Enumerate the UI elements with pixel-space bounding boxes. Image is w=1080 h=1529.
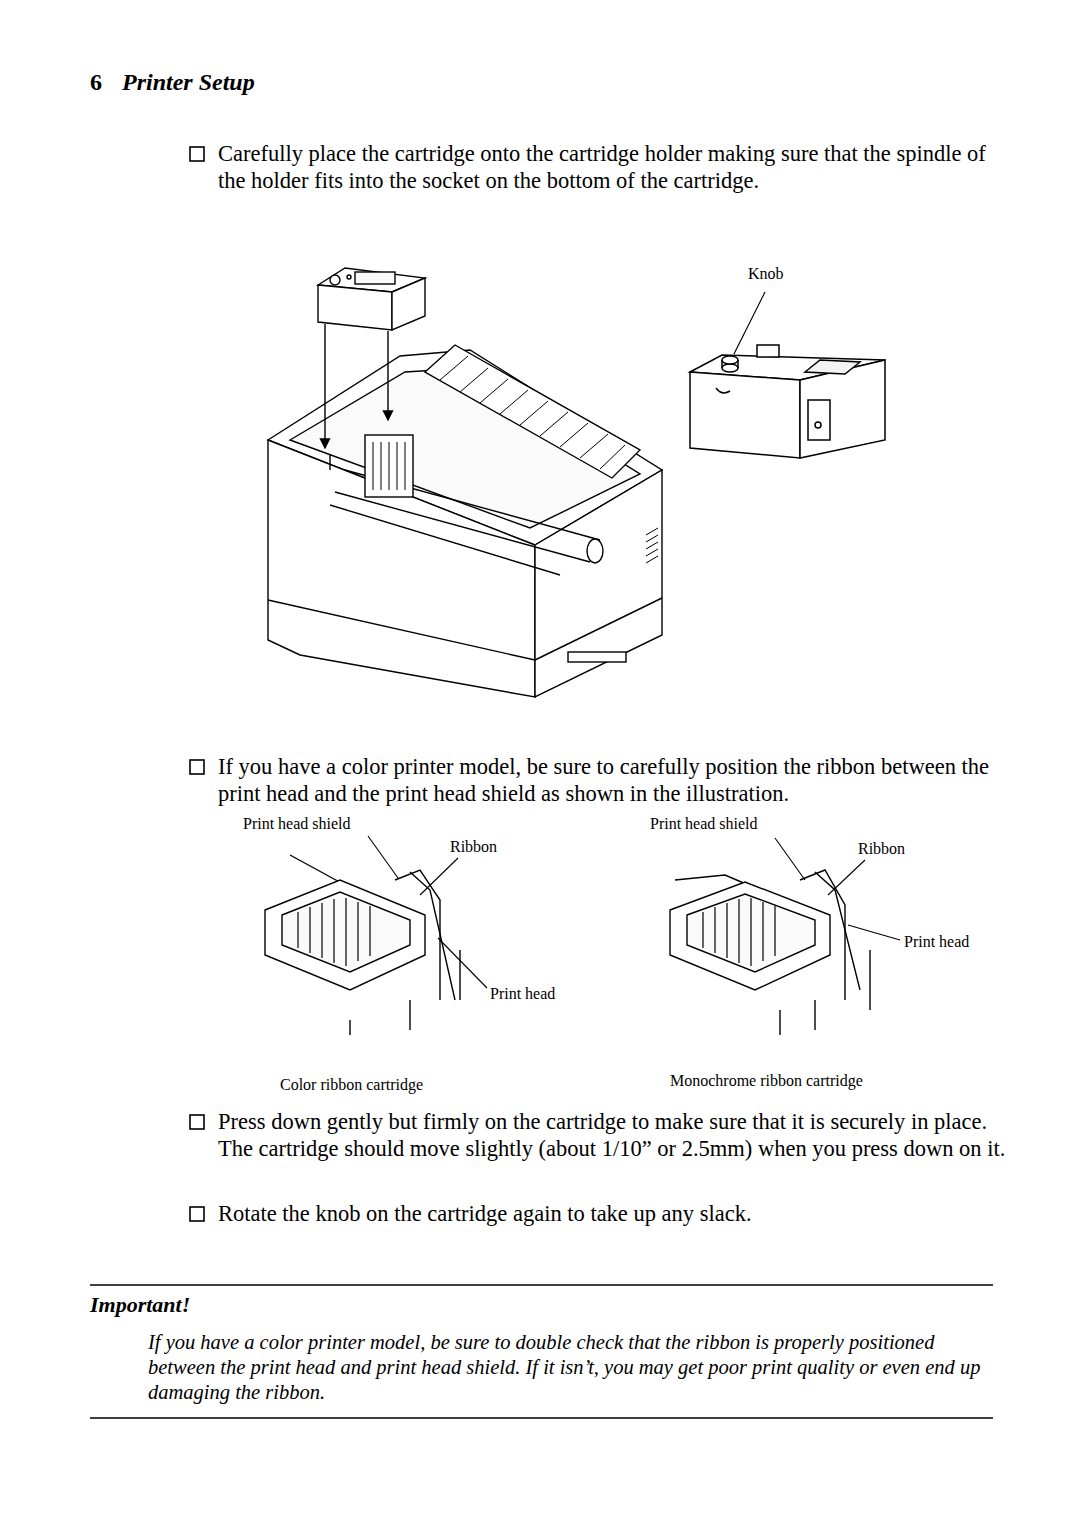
instruction-text: Rotate the knob on the cartridge again t… (218, 1200, 1008, 1227)
part-label: Print head (904, 932, 969, 951)
cartridge-drawing (318, 268, 425, 448)
instruction-text: If you have a color printer model, be su… (218, 753, 1008, 807)
cartridge-drawing (690, 292, 885, 458)
instruction-text: Carefully place the cartridge onto the c… (218, 140, 1008, 194)
note-text: If you have a color printer model, be su… (148, 1330, 996, 1405)
part-label: Print head shield (243, 814, 351, 833)
part-label: Ribbon (450, 837, 497, 856)
figure-caption: Color ribbon cartridge (280, 1075, 423, 1094)
checkbox-bullets (190, 147, 204, 1221)
note-heading: Important! (90, 1292, 190, 1318)
figure-caption: Monochrome ribbon cartridge (670, 1071, 863, 1090)
part-label: Ribbon (858, 839, 905, 858)
page-number: 6 (90, 68, 102, 97)
part-label: Print head shield (650, 814, 758, 833)
page-heading: Printer Setup (122, 68, 255, 97)
printer-drawing (268, 345, 662, 697)
part-label: Knob (748, 264, 784, 283)
instruction-text: Press down gently but firmly on the cart… (218, 1108, 1008, 1162)
part-label: Print head (490, 984, 555, 1003)
print-head-detail (670, 838, 900, 1035)
print-head-detail (265, 836, 487, 1035)
